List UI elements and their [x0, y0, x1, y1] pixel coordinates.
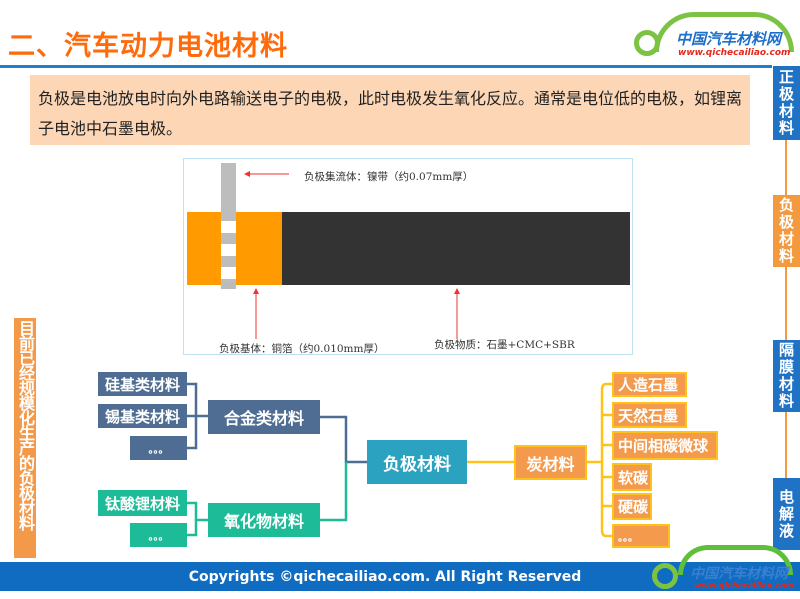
arrows — [244, 171, 460, 339]
header-divider — [0, 65, 772, 68]
node-oxide-more: 。。。 — [130, 523, 187, 547]
node-anode-center: 负极材料 — [367, 440, 467, 484]
logo-bottom-name: 中国汽车材料网 — [690, 566, 788, 582]
tab-connector-line — [785, 140, 787, 480]
substrate-label: 负极基体：铜箔（约0.010mm厚） — [219, 343, 385, 355]
tab-electrolyte[interactable]: 电解液 — [773, 478, 800, 550]
logo-top: 中国汽车材料网 www.qichecailiao.com — [632, 10, 797, 62]
graphite-layer — [282, 212, 630, 285]
electrode-diagram: 负极集流体：镍带（约0.07mm厚） 负极基体：铜箔（约0.010mm厚） 负极… — [183, 158, 633, 355]
logo-name: 中国汽车材料网 — [676, 30, 782, 48]
node-carbon-more: 。。。 — [612, 524, 670, 548]
collector-label: 负极集流体：镍带（约0.07mm厚） — [304, 171, 474, 183]
node-oxide: 氧化物材料 — [208, 503, 320, 537]
tab-cathode[interactable]: 正极材料 — [773, 66, 800, 140]
nickel-tab — [221, 163, 236, 289]
node-mcmb: 中间相碳微球 — [612, 431, 718, 460]
logo-url: www.qichecailiao.com — [678, 48, 791, 58]
tab-separator[interactable]: 隔膜材料 — [773, 340, 800, 412]
node-tin: 锡基类材料 — [98, 404, 187, 428]
tab-anode[interactable]: 负极材料 — [773, 195, 800, 267]
page-title: 二、汽车动力电池材料 — [8, 31, 288, 62]
node-carbon: 炭材料 — [514, 445, 587, 480]
logo-bottom-url: www.qichecailiao.com — [694, 581, 794, 590]
node-hard-carbon: 硬碳 — [612, 493, 652, 520]
node-silicon: 硅基类材料 — [98, 372, 187, 396]
node-lto: 钛酸锂材料 — [98, 490, 187, 516]
left-vertical-label: 目前已经规模化生产的负极材料 — [14, 318, 36, 558]
material-label: 负极物质：石墨+CMC+SBR — [434, 339, 575, 351]
node-alloy: 合金类材料 — [208, 400, 320, 434]
node-artificial-graphite: 人造石墨 — [612, 372, 687, 397]
node-soft-carbon: 软碳 — [612, 463, 652, 491]
logo-q-icon — [634, 30, 660, 56]
logo-bottom: 中国汽车材料网 www.qichecailiao.com — [648, 545, 798, 599]
node-alloy-more: 。。。 — [130, 436, 187, 460]
node-natural-graphite: 天然石墨 — [612, 402, 687, 428]
intro-text: 负极是电池放电时向外电路输送电子的电极，此时电极发生氧化反应。通常是电位低的电极… — [30, 75, 750, 145]
